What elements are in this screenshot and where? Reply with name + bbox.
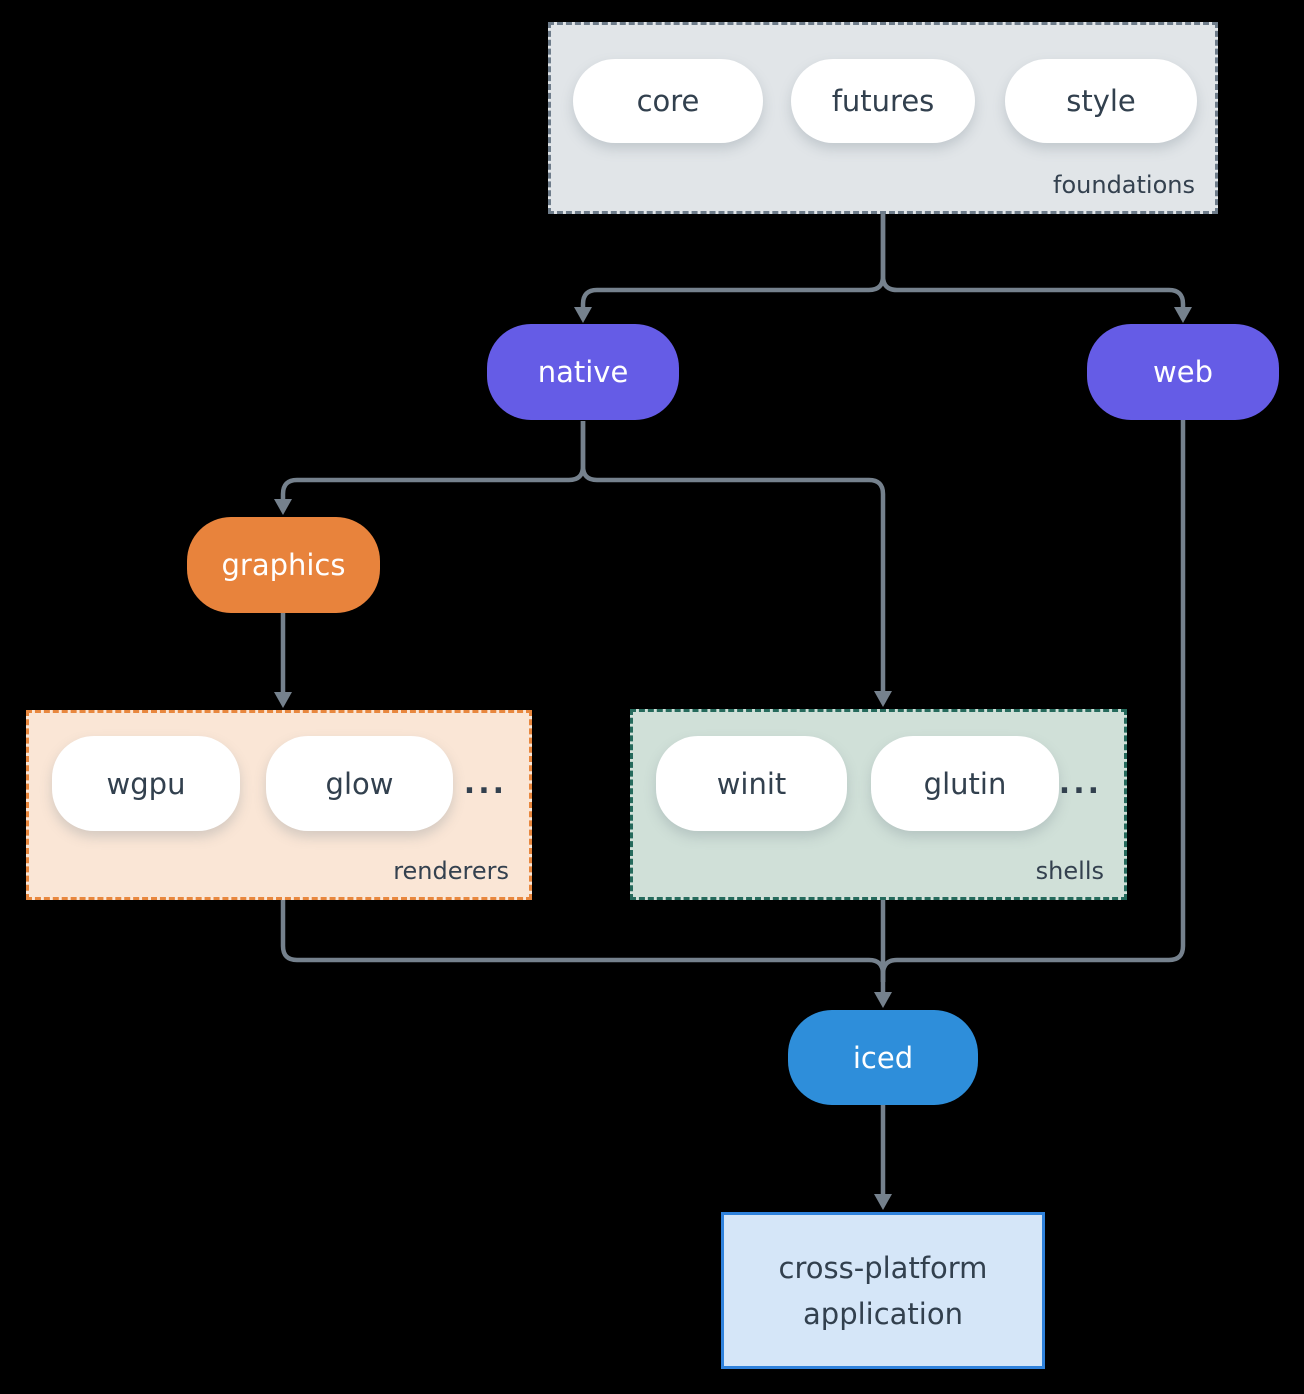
node-core-label: core bbox=[636, 84, 700, 118]
shells-ellipsis: ... bbox=[1058, 766, 1102, 801]
renderers-ellipsis: ... bbox=[463, 766, 507, 801]
node-winit: winit bbox=[656, 736, 847, 831]
node-glutin: glutin bbox=[871, 736, 1059, 831]
node-graphics: graphics bbox=[187, 517, 380, 613]
application-label-line1: cross-platform bbox=[778, 1250, 988, 1285]
node-wgpu: wgpu bbox=[52, 736, 240, 831]
group-foundations-label: foundations bbox=[1053, 171, 1195, 199]
node-glow: glow bbox=[266, 736, 453, 831]
group-renderers-label: renderers bbox=[393, 857, 509, 885]
edge-native-graphics bbox=[280, 421, 586, 501]
group-foundations: core futures style foundations bbox=[548, 22, 1218, 214]
group-renderers: wgpu glow ... renderers bbox=[26, 710, 532, 900]
node-style-label: style bbox=[1066, 84, 1136, 118]
node-wgpu-label: wgpu bbox=[106, 766, 186, 801]
node-style: style bbox=[1005, 59, 1197, 143]
edge-foundations-web bbox=[880, 214, 1186, 309]
application-label-line2: application bbox=[803, 1296, 963, 1331]
arrowhead-web bbox=[1174, 307, 1192, 323]
node-futures-label: futures bbox=[831, 84, 935, 118]
group-shells-label: shells bbox=[1035, 857, 1104, 885]
node-futures: futures bbox=[791, 59, 975, 143]
arrowhead-native bbox=[574, 307, 592, 323]
node-iced: iced bbox=[788, 1010, 978, 1105]
edge-foundations-native bbox=[580, 214, 886, 309]
node-core: core bbox=[573, 59, 763, 143]
node-winit-label: winit bbox=[716, 766, 787, 801]
arrowhead-iced bbox=[874, 992, 892, 1008]
edge-renderers-iced bbox=[280, 900, 886, 982]
node-native-label: native bbox=[537, 355, 629, 389]
group-shells: winit glutin ... shells bbox=[630, 709, 1127, 900]
node-cross-platform-application: cross-platform application bbox=[721, 1212, 1045, 1369]
arrowhead-renderers bbox=[274, 692, 292, 708]
node-iced-label: iced bbox=[852, 1040, 914, 1075]
node-glow-label: glow bbox=[325, 766, 394, 801]
arrowhead-graphics bbox=[274, 499, 292, 515]
arrowhead-shells bbox=[874, 691, 892, 707]
node-glutin-label: glutin bbox=[923, 766, 1007, 801]
node-web-label: web bbox=[1153, 355, 1213, 389]
edge-native-shells bbox=[580, 421, 886, 693]
node-native: native bbox=[487, 324, 679, 420]
node-graphics-label: graphics bbox=[221, 548, 346, 582]
node-web: web bbox=[1087, 324, 1279, 420]
arrowhead-application bbox=[874, 1194, 892, 1210]
